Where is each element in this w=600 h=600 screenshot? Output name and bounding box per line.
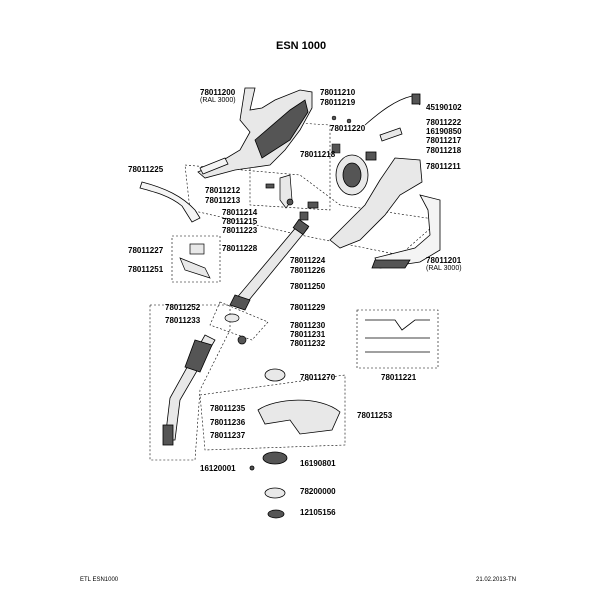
label-78011214: 78011214: [222, 208, 258, 217]
label-78011231: 78011231: [290, 330, 326, 339]
label-16190850: 16190850: [426, 127, 462, 136]
head-nut: [249, 465, 255, 471]
label-78011252: 78011252: [165, 303, 201, 312]
label-78011230: 78011230: [290, 321, 326, 330]
label-78011226: 78011226: [290, 266, 326, 275]
label-16120001: 16120001: [200, 464, 236, 473]
label-12105156: 12105156: [300, 508, 336, 517]
label-78011221: 78011221: [381, 373, 417, 382]
switch-pin: [286, 198, 294, 206]
footer-left: ETL ESN1000: [80, 577, 119, 583]
lower-shaft-sleeve: [184, 339, 213, 373]
coupling-parts: [224, 313, 247, 345]
label-ral-b: (RAL 3000): [426, 265, 462, 272]
label-78011217: 78011217: [426, 136, 462, 145]
switch-parts: [265, 174, 319, 221]
label-78200000: 78200000: [300, 487, 336, 496]
coupling-group-outline: [209, 301, 269, 341]
lower-shaft-end: [162, 424, 174, 446]
head-spool: [262, 451, 288, 465]
label-78011232: 78011232: [290, 339, 326, 348]
upper-shaft-tube: [234, 224, 309, 306]
label-78011236: 78011236: [210, 418, 246, 427]
footer-right: 21.02.2013-TN: [476, 577, 517, 583]
label-78011250: 78011250: [290, 282, 326, 291]
label-16190801: 16190801: [300, 459, 336, 468]
label-78011228: 78011228: [222, 244, 258, 253]
motor-part: [335, 151, 377, 196]
lower-shaft-part: [162, 334, 216, 446]
upper-shaft-part: [229, 218, 310, 311]
label-78011220: 78011220: [330, 124, 366, 133]
label-78011233: 78011233: [165, 316, 201, 325]
label-ral-a: (RAL 3000): [200, 97, 236, 104]
head-line: [264, 487, 286, 499]
left-housing-inner: [254, 99, 309, 159]
label-78011227: 78011227: [128, 246, 164, 255]
head-part: [249, 368, 341, 519]
screw-78011219: [331, 115, 337, 121]
label-78011223: 78011223: [222, 226, 258, 235]
housing-group-outline: [184, 164, 441, 256]
label-78011210: 78011210: [320, 88, 356, 97]
guard-shield: [257, 399, 341, 435]
right-housing-part: [329, 157, 441, 269]
cap-78011218: [331, 143, 341, 154]
shaft-joint: [292, 218, 310, 236]
left-housing-shell: [197, 87, 313, 179]
motor-core: [342, 162, 362, 188]
right-housing-grip: [371, 259, 411, 269]
shaft-coupler: [229, 294, 251, 311]
clip-lower: [179, 257, 211, 279]
cord-kit-part: [365, 319, 430, 353]
label-78011222: 78011222: [426, 118, 462, 127]
label-78011251: 78011251: [128, 265, 164, 274]
label-78011215: 78011215: [222, 217, 258, 226]
coupling-knob: [237, 335, 247, 345]
cable-strain-relief: [379, 127, 403, 142]
label-78011218b: 78011218: [426, 146, 462, 155]
label-78011224: 78011224: [290, 256, 326, 265]
motor-brush: [365, 151, 377, 161]
label-78011218: 78011218: [300, 150, 336, 159]
label-78011253: 78011253: [357, 411, 393, 420]
switch-spring: [265, 183, 275, 189]
screws-group: [331, 115, 352, 154]
label-78011211: 78011211: [426, 162, 461, 171]
label-78011219: 78011219: [320, 98, 356, 107]
switch-cap: [299, 211, 309, 221]
strap-band: [139, 181, 201, 223]
clip-part: [179, 243, 211, 279]
label-78011213: 78011213: [205, 196, 241, 205]
label-78011200: 78011200: [200, 88, 236, 97]
cord-kit-top: [365, 319, 430, 331]
diagram-title: ESN 1000: [276, 40, 327, 52]
clip-group-outline: [171, 235, 221, 283]
label-78011235: 78011235: [210, 404, 246, 413]
guard-group-outline: [199, 374, 346, 451]
clip-upper: [189, 243, 205, 255]
coupling-ring: [224, 313, 240, 323]
head-base: [267, 509, 285, 519]
label-78011201: 78011201: [426, 256, 462, 265]
strap-part: [139, 181, 201, 223]
label-78011225: 78011225: [128, 165, 164, 174]
label-78011229: 78011229: [290, 303, 326, 312]
left-housing-part: [197, 87, 313, 179]
right-housing-shell: [329, 157, 423, 249]
screw-78011220: [346, 118, 352, 124]
label-78011270: 78011270: [300, 373, 336, 382]
head-cap: [264, 368, 286, 382]
label-78011212: 78011212: [205, 186, 241, 195]
cable-part: [364, 93, 421, 142]
left-housing-handle: [199, 157, 229, 175]
switch-button: [307, 201, 319, 209]
label-45190102: 45190102: [426, 103, 462, 112]
cable-plug: [411, 93, 421, 105]
cord-kit-outline: [356, 309, 439, 369]
label-78011237: 78011237: [210, 431, 246, 440]
